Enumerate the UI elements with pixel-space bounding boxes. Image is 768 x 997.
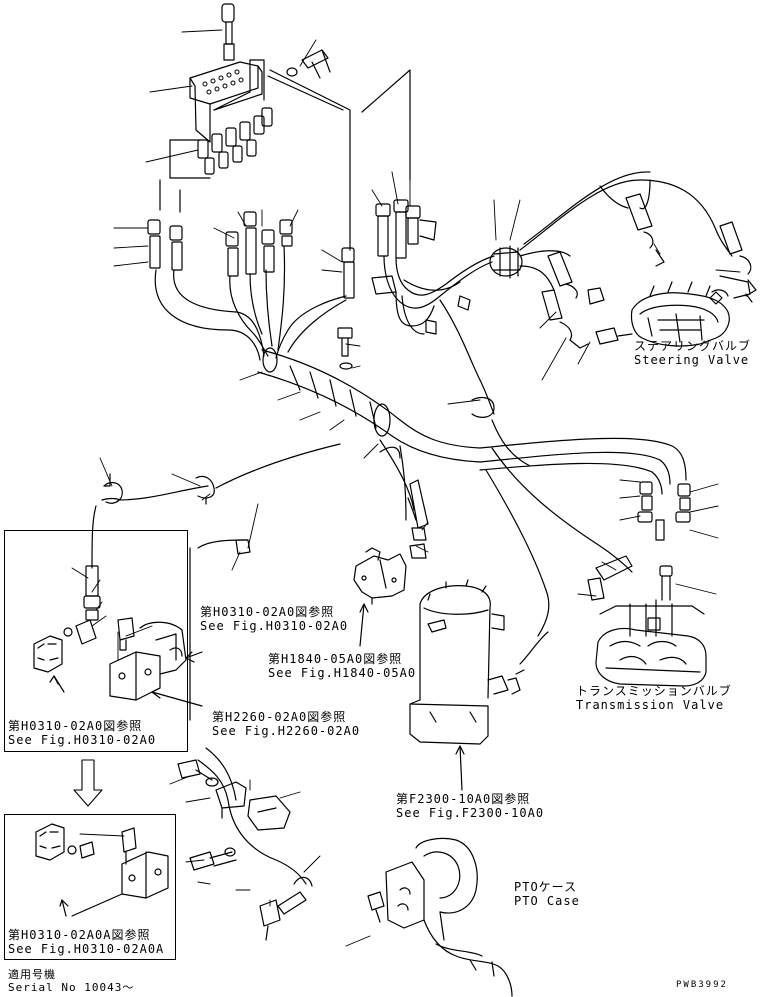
serial-applicability: 適用号機 Serial No 10043～ (8, 968, 134, 994)
ref-h0310-inset1-en: See Fig.H0310-02A0 (8, 733, 157, 747)
ref-h0310-inset2-en: See Fig.H0310-02A0A (8, 942, 165, 956)
ref-f2300: 第F2300-10A0図参照 See Fig.F2300-10A0 (396, 792, 544, 820)
steering-valve-label: ステアリングバルブ Steering Valve (634, 339, 751, 367)
pto-case-label-ja: PTOケース (514, 880, 578, 894)
transmission-valve-label-ja: トランスミッションバルブ (576, 684, 732, 698)
steering-valve-body (630, 275, 753, 347)
ref-h1840: 第H1840-05A0図参照 See Fig.H1840-05A0 (268, 652, 416, 680)
ref-h0310-inset1: 第H0310-02A0図参照 See Fig.H0310-02A0 (8, 719, 156, 747)
ref-h0310-main-en: See Fig.H0310-02A0 (200, 619, 349, 633)
transmission-valve-label: トランスミッションバルブ Transmission Valve (576, 684, 732, 712)
fittings (63, 193, 757, 941)
ref-h0310-inset2-ja: 第H0310-02A0A図参照 (8, 928, 151, 942)
ref-h1840-en: See Fig.H1840-05A0 (268, 666, 417, 680)
steering-valve-label-ja: ステアリングバルブ (634, 339, 752, 353)
transmission-valve-label-en: Transmission Valve (576, 698, 725, 712)
ref-h1840-ja: 第H1840-05A0図参照 (268, 652, 403, 666)
steering-valve-label-en: Steering Valve (634, 353, 750, 367)
inset-box-original (4, 530, 188, 752)
pressure-valve (353, 547, 407, 605)
ref-h2260-en: See Fig.H2260-02A0 (212, 724, 361, 738)
drawing-code: PWB3992 (676, 980, 728, 991)
hoses (91, 69, 733, 885)
ref-h0310-inset2: 第H0310-02A0A図参照 See Fig.H0310-02A0A (8, 928, 164, 956)
inset-box-serial (4, 814, 176, 960)
ref-f2300-ja: 第F2300-10A0図参照 (396, 792, 531, 806)
transmission-valve-body (595, 599, 707, 687)
pto-case-label: PTOケース PTO Case (514, 880, 580, 908)
ref-f2300-en: See Fig.F2300-10A0 (396, 806, 545, 820)
filter-canister (409, 579, 549, 745)
serial-applicability-ja: 適用号機 (8, 968, 56, 981)
pto-case (385, 837, 513, 997)
drawing-code-text: PWB3992 (676, 980, 728, 990)
ref-h2260: 第H2260-02A0図参照 See Fig.H2260-02A0 (212, 710, 360, 738)
pto-case-label-en: PTO Case (514, 894, 580, 908)
ref-h0310-main-ja: 第H0310-02A0図参照 (200, 605, 335, 619)
ref-h2260-ja: 第H2260-02A0図参照 (212, 710, 347, 724)
ref-h0310-main: 第H0310-02A0図参照 See Fig.H0310-02A0 (200, 605, 348, 633)
serial-applicability-en: Serial No 10043～ (8, 981, 135, 994)
manifold-block (169, 3, 331, 179)
ref-h0310-inset1-ja: 第H0310-02A0図参照 (8, 719, 143, 733)
leader-lines (71, 29, 741, 947)
inset-contents (33, 603, 465, 917)
